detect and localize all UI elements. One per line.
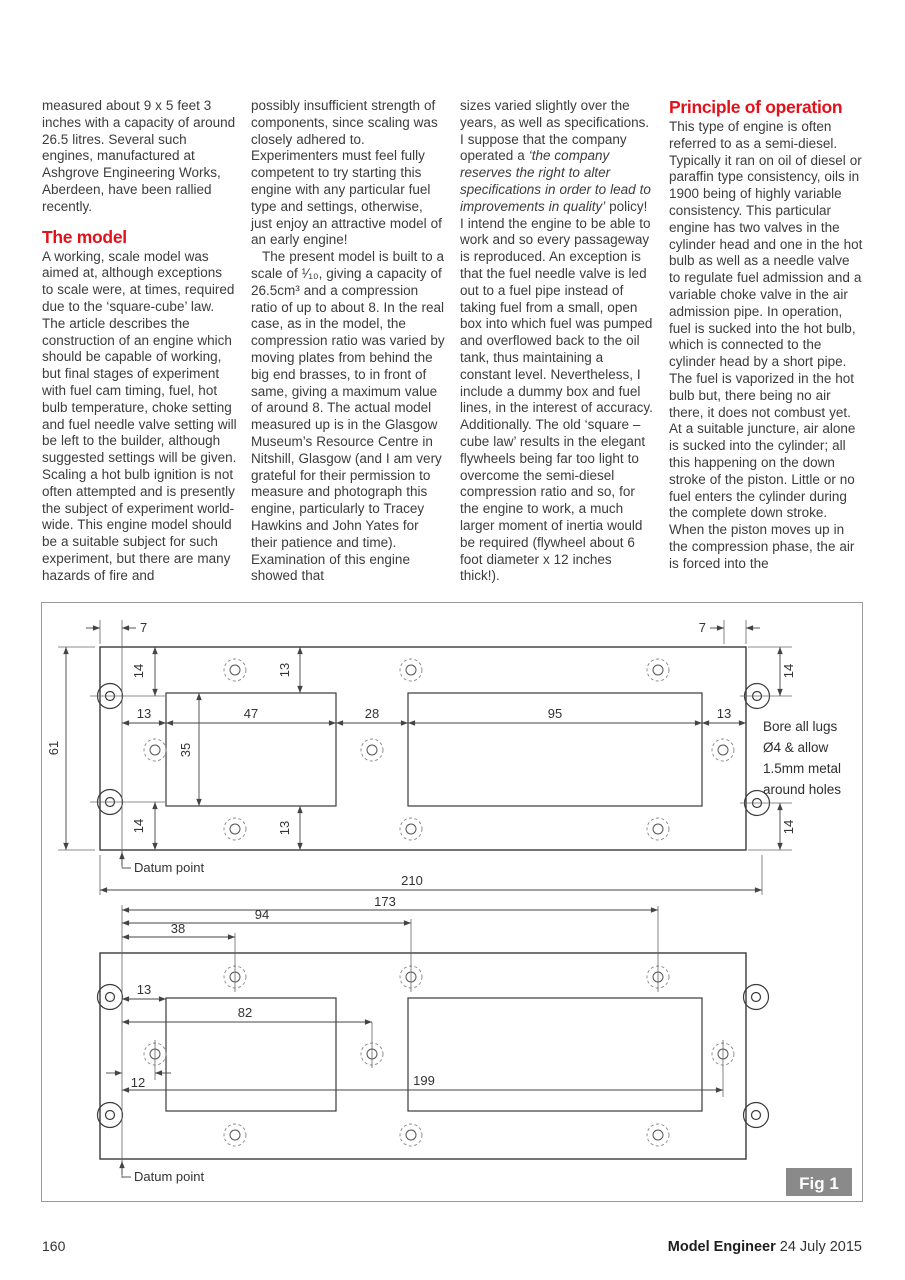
dim-label: 13 xyxy=(137,982,151,997)
issue-date: 24 July 2015 xyxy=(775,1239,862,1255)
dim-label: 7 xyxy=(699,620,706,635)
fig1-label: Fig 1 xyxy=(786,1168,852,1196)
dim-label: 199 xyxy=(413,1073,435,1088)
quoted-policy-text: ‘the company reserves the right to alter… xyxy=(460,148,651,214)
dim-label: 95 xyxy=(548,706,562,721)
top-plate-view: 7 7 14 13 14 13 47 28 95 13 61 35 14 13 … xyxy=(46,620,796,895)
dim-label: 173 xyxy=(374,894,396,909)
svg-text:Ø4 & allow: Ø4 & allow xyxy=(763,740,829,755)
baseplate-drawing-svg: 7 7 14 13 14 13 47 28 95 13 61 35 14 13 … xyxy=(41,602,863,1202)
dim-label: 38 xyxy=(171,921,185,936)
paragraph: possibly insufficient strength of compon… xyxy=(251,98,442,248)
dim-label: 13 xyxy=(277,663,292,677)
dim-label: 47 xyxy=(244,706,258,721)
dim-label: 82 xyxy=(238,1005,252,1020)
svg-text:1.5mm metal: 1.5mm metal xyxy=(763,761,841,776)
datum-callout: Datum point xyxy=(134,860,204,875)
note-bore-lugs: Bore all lugs Ø4 & allow 1.5mm metal aro… xyxy=(763,719,841,797)
svg-text:Bore all lugs: Bore all lugs xyxy=(763,719,838,734)
dim-label: 94 xyxy=(255,907,269,922)
dim-label: 14 xyxy=(131,819,146,833)
dim-label: 14 xyxy=(781,820,796,834)
svg-text:Fig 1: Fig 1 xyxy=(799,1174,839,1193)
dim-label: 35 xyxy=(178,743,193,757)
paragraph: The present model is built to a scale of… xyxy=(251,249,445,584)
page-footer: 160 Model Engineer 24 July 2015 xyxy=(42,1238,862,1255)
bottom-plate-view: 173 94 38 13 82 12 199 Datum point xyxy=(96,894,770,1184)
paragraph: sizes varied slightly over the years, as… xyxy=(460,98,655,585)
column-4: Principle of operation This type of engi… xyxy=(669,98,864,585)
datum-callout: Datum point xyxy=(134,1169,204,1184)
dim-label: 12 xyxy=(131,1075,145,1090)
svg-text:around holes: around holes xyxy=(763,782,841,797)
figure-1-drawing: 7 7 14 13 14 13 47 28 95 13 61 35 14 13 … xyxy=(40,600,866,1206)
dim-label: 28 xyxy=(365,706,379,721)
paragraph: measured about 9 x 5 feet 3 inches with … xyxy=(42,98,236,214)
lug-holes xyxy=(96,983,770,1129)
paragraph: A working, scale model was aimed at, alt… xyxy=(42,248,237,583)
dim-label: 13 xyxy=(717,706,731,721)
section-heading-the-model: The model xyxy=(42,226,127,247)
dim-label: 13 xyxy=(277,821,292,835)
page-number: 160 xyxy=(42,1238,66,1254)
dim-label: 61 xyxy=(46,741,61,755)
magazine-title: Model Engineer xyxy=(667,1239,776,1255)
quote-follow-text: policy! I intend the engine to be able t… xyxy=(460,198,653,584)
dim-label: 210 xyxy=(401,873,423,888)
dim-label: 14 xyxy=(131,664,146,678)
column-2: possibly insufficient strength of compon… xyxy=(251,98,446,585)
footer-issue: Model Engineer 24 July 2015 xyxy=(668,1239,862,1255)
boss-holes xyxy=(143,658,735,841)
dim-label: 13 xyxy=(137,706,151,721)
dim-label: 7 xyxy=(140,620,147,635)
section-heading-principle-of-operation: Principle of operation xyxy=(669,97,843,117)
column-1: measured about 9 x 5 feet 3 inches with … xyxy=(42,98,237,585)
column-3: sizes varied slightly over the years, as… xyxy=(460,98,655,585)
article-columns: measured about 9 x 5 feet 3 inches with … xyxy=(42,98,864,585)
dim-label: 14 xyxy=(781,664,796,678)
quote-lead-text: sizes varied slightly over the years, as… xyxy=(460,98,650,164)
figure-border xyxy=(41,602,863,1202)
paragraph: This type of engine is often referred to… xyxy=(669,119,863,571)
